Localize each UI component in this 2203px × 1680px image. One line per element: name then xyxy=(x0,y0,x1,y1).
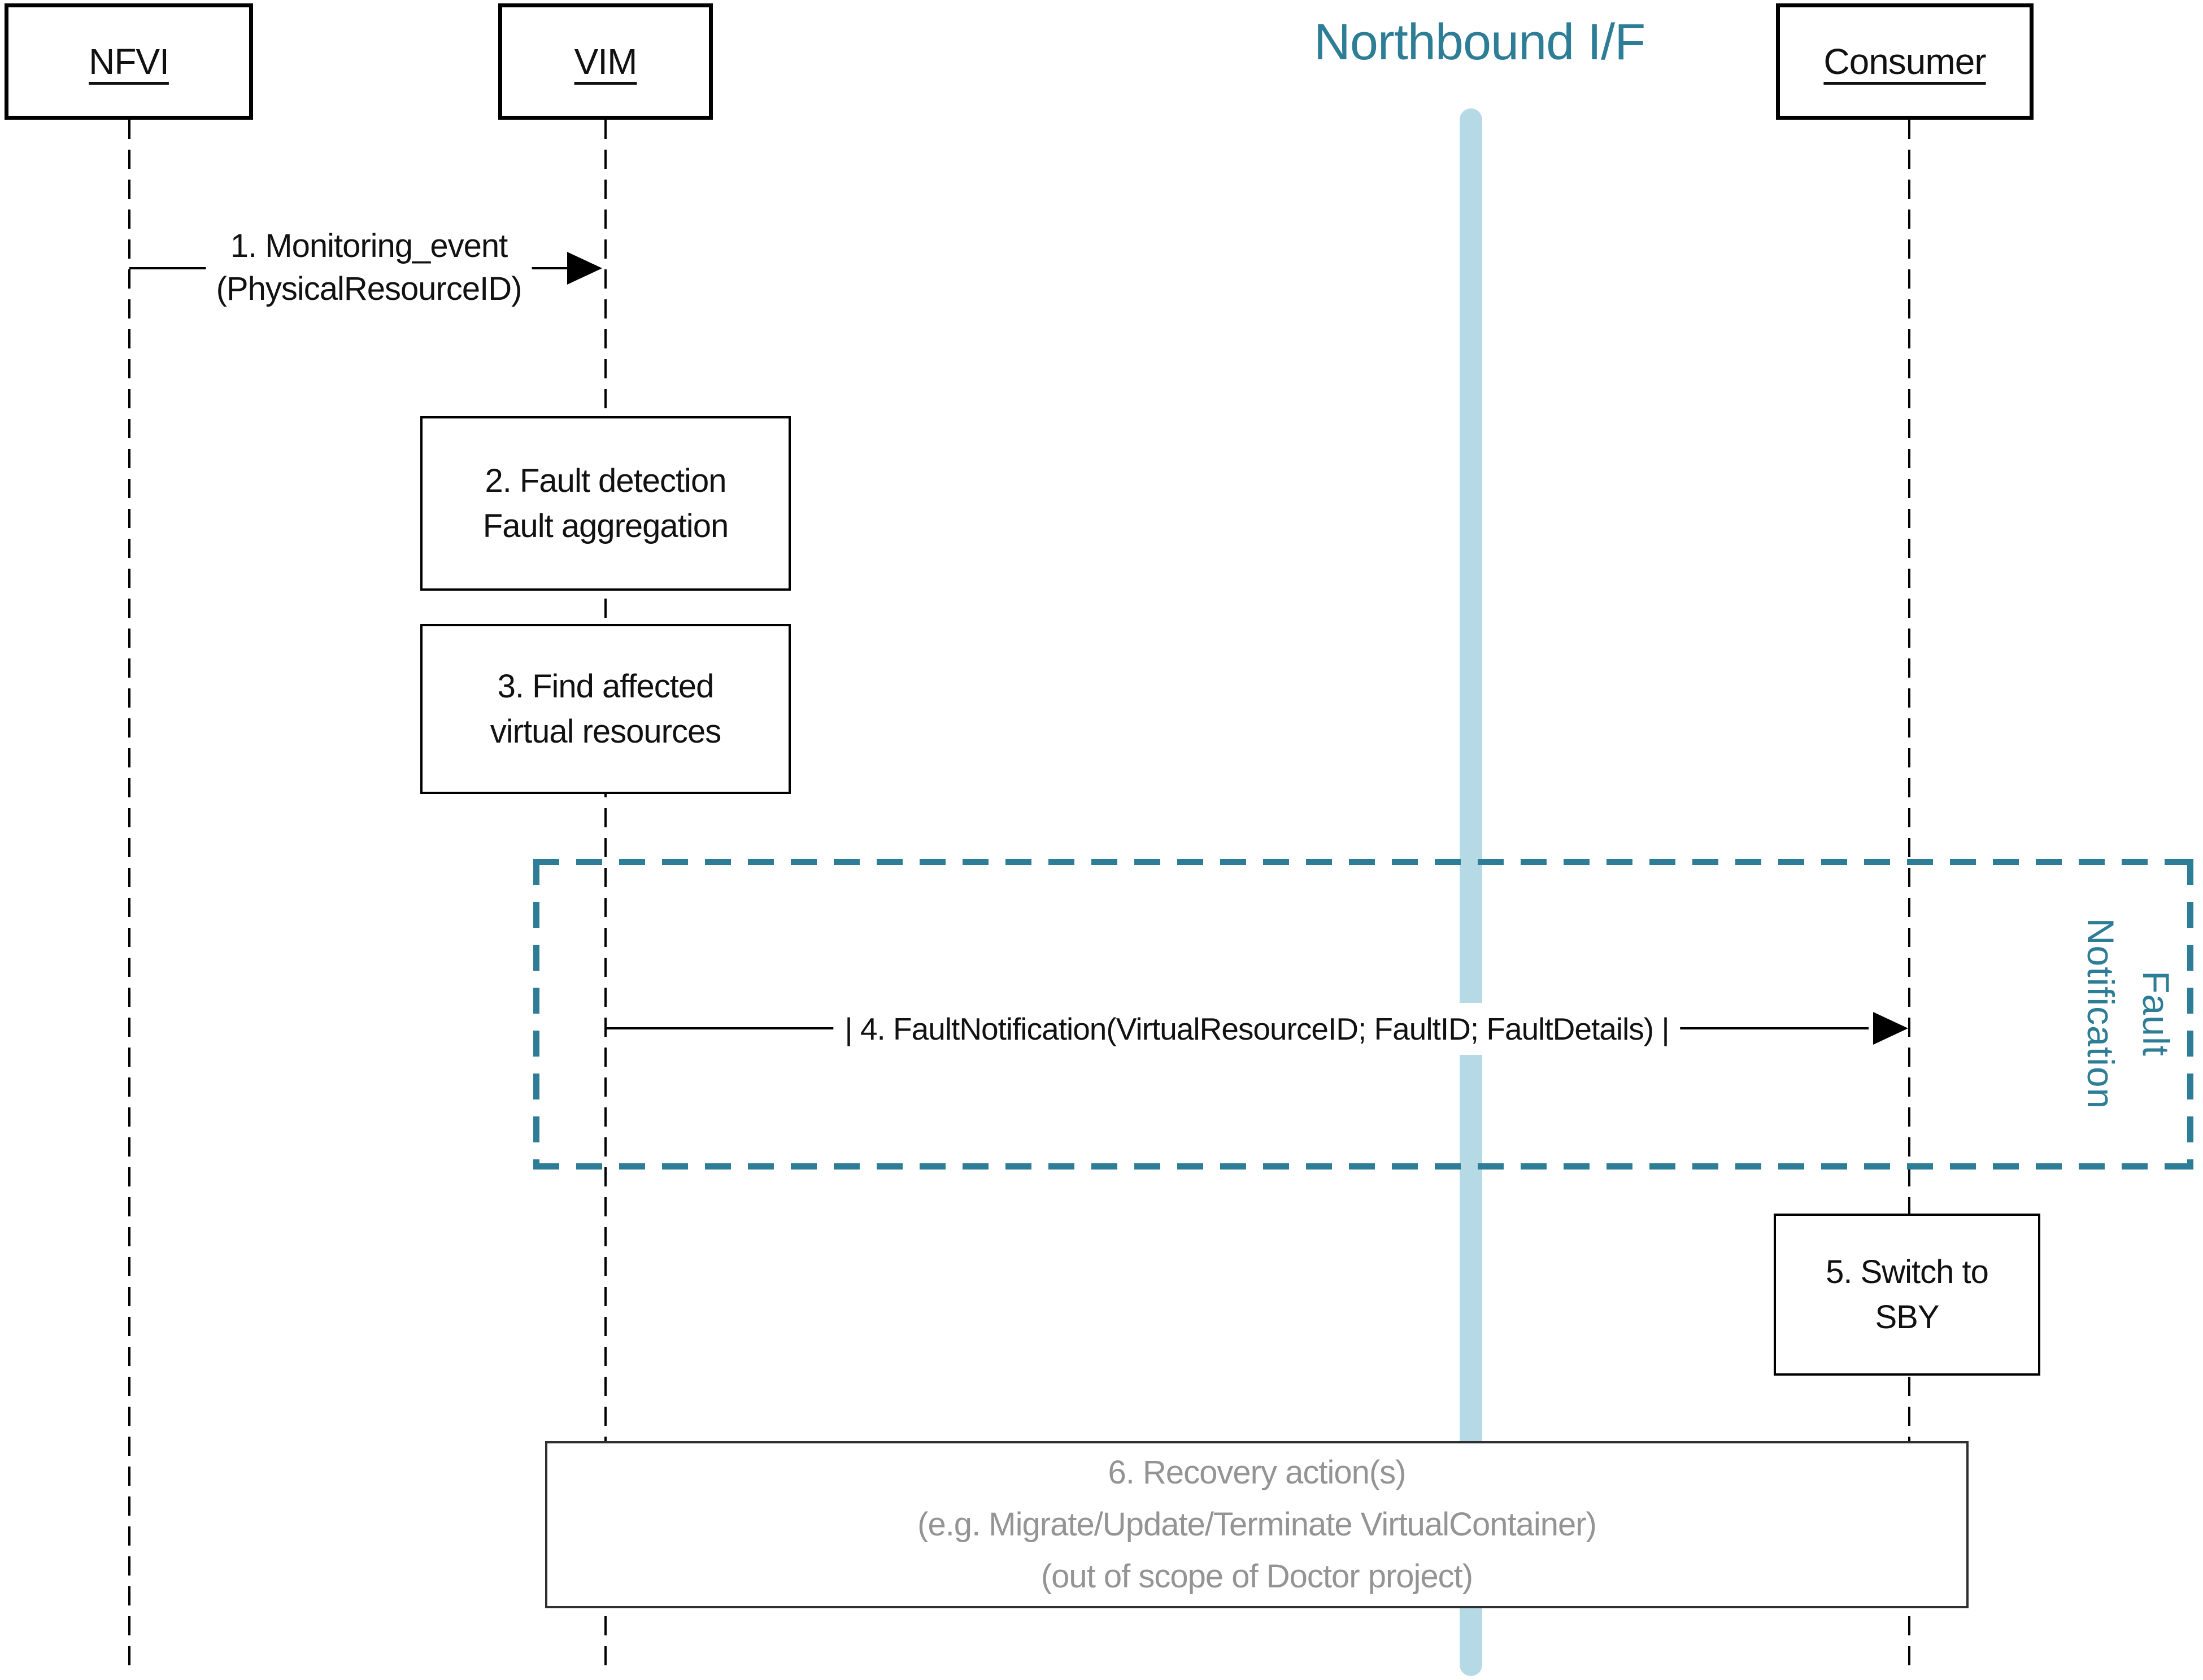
vim-actor-box: VIM xyxy=(498,3,713,120)
activity-5-line1: 5. Switch to xyxy=(1826,1253,1989,1290)
fault-frame-bottom-border xyxy=(533,1163,2193,1170)
message-4-label: | 4. FaultNotification(VirtualResourceID… xyxy=(833,1003,1680,1055)
fault-frame-right-border xyxy=(2187,859,2193,1170)
recovery-note-line1: 6. Recovery action(s) xyxy=(1108,1454,1407,1491)
fault-frame-left-border xyxy=(533,859,539,1170)
consumer-lifeline xyxy=(1908,120,1910,1673)
northbound-interface-bar xyxy=(1460,108,1482,1676)
activity-2-box: 2. Fault detection Fault aggregation xyxy=(420,416,791,591)
nfvi-lifeline xyxy=(128,120,130,1673)
consumer-actor-box: Consumer xyxy=(1776,3,2034,120)
message-4-arrowhead-icon xyxy=(1873,1012,1908,1045)
message-1-label-line2: (PhysicalResourceID) xyxy=(216,270,523,307)
fault-notification-annotation-line2: Notification xyxy=(2080,918,2122,1110)
activity-5-line2: SBY xyxy=(1875,1298,1939,1336)
nfvi-actor-box: NFVI xyxy=(5,3,253,120)
activity-3-box: 3. Find affected virtual resources xyxy=(420,624,791,794)
recovery-note-line3: (out of scope of Doctor project) xyxy=(1040,1558,1473,1595)
vim-actor-label: VIM xyxy=(574,41,638,82)
message-1-arrowhead-icon xyxy=(567,252,602,285)
activity-3-line2: virtual resources xyxy=(490,713,721,750)
message-1-label-line1: 1. Monitoring_event xyxy=(230,228,508,264)
recovery-note-line2: (e.g. Migrate/Update/Terminate VirtualCo… xyxy=(917,1506,1597,1543)
consumer-actor-label: Consumer xyxy=(1823,41,1986,82)
activity-2-line1: 2. Fault detection xyxy=(485,462,727,499)
activity-5-box: 5. Switch to SBY xyxy=(1774,1214,2040,1376)
activity-3-line1: 3. Find affected xyxy=(497,667,715,705)
nfvi-actor-label: NFVI xyxy=(89,41,169,82)
fault-notification-annotation-line1: Fault xyxy=(2135,971,2177,1057)
fault-notification-annotation: Fault Notification xyxy=(2073,918,2184,1110)
activity-2-line2: Fault aggregation xyxy=(482,507,729,544)
recovery-note-box: 6. Recovery action(s) (e.g. Migrate/Upda… xyxy=(545,1441,1969,1608)
vim-lifeline xyxy=(604,120,607,1673)
northbound-interface-title: Northbound I/F xyxy=(1313,14,1645,71)
message-1-label: 1. Monitoring_event (PhysicalResourceID) xyxy=(206,224,532,312)
fault-frame-top-border xyxy=(533,859,2193,865)
